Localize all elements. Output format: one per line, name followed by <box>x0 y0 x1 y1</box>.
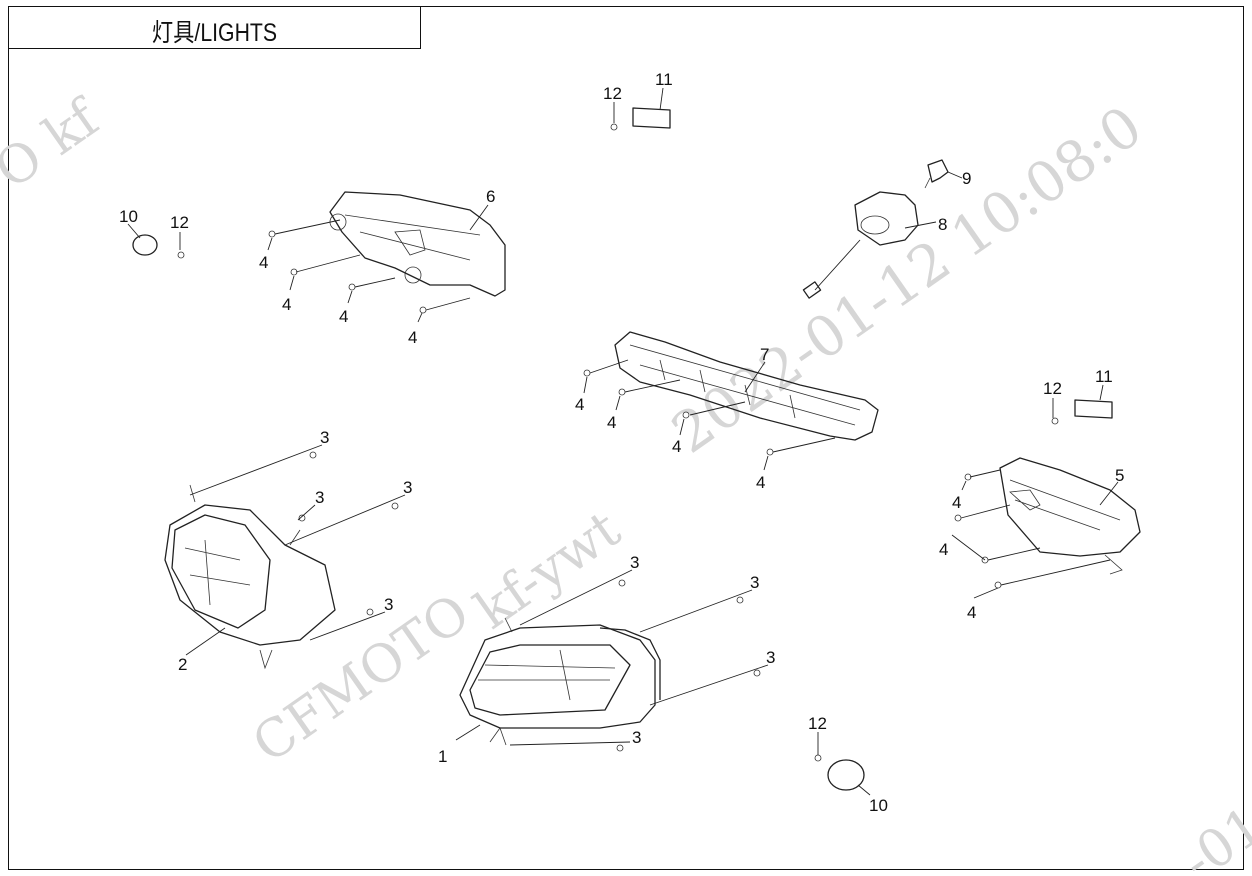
callout-4: 4 <box>408 328 417 347</box>
callout-4: 4 <box>259 253 268 272</box>
callout-10: 10 <box>869 796 888 815</box>
callout-4: 4 <box>939 540 948 559</box>
part-1-headlight <box>459 617 661 746</box>
callout-12: 12 <box>170 213 189 232</box>
part-11-plate-top <box>632 107 671 129</box>
page-title: 灯具/LIGHTS <box>151 19 278 47</box>
callout-11: 11 <box>655 70 673 89</box>
callout-3: 3 <box>403 478 412 497</box>
callout-9: 9 <box>962 169 971 188</box>
callout-3: 3 <box>766 648 775 667</box>
callout-1: 1 <box>438 747 447 766</box>
callout-5: 5 <box>1115 466 1124 485</box>
callout-3: 3 <box>750 573 759 592</box>
callout-10: 10 <box>119 207 138 226</box>
watermark-corner-right: -01 <box>1172 796 1252 876</box>
part-2-headlight <box>164 484 336 670</box>
callout-2: 2 <box>178 655 187 674</box>
watermark-layer: O kf CFMOTO kf-ywt 2022-01-12 10:08:0 -0… <box>0 87 1252 876</box>
part-11-plate-right <box>1074 399 1113 419</box>
part-9-bulb <box>924 159 949 189</box>
callout-3: 3 <box>315 488 324 507</box>
fasteners <box>177 123 1059 762</box>
callout-6: 6 <box>486 187 495 206</box>
part-10-reflector-bottom <box>827 759 865 791</box>
watermark-user: kf-ywt <box>465 499 632 641</box>
part-7-bracket <box>614 331 879 441</box>
watermark-corner-left: O kf <box>0 87 112 201</box>
callout-4: 4 <box>672 437 681 456</box>
title-box: 灯具/LIGHTS <box>8 6 421 49</box>
callout-4: 4 <box>339 307 348 326</box>
callout-3: 3 <box>320 428 329 447</box>
callout-3: 3 <box>384 595 393 614</box>
part-8-license-light <box>802 191 919 299</box>
callout-3: 3 <box>632 728 641 747</box>
callout-8: 8 <box>938 215 947 234</box>
callout-labels: 1 2 3 3 3 3 3 3 3 3 4 4 4 4 4 4 4 4 4 4 … <box>119 70 1124 815</box>
callout-4: 4 <box>575 395 584 414</box>
callout-12: 12 <box>1043 379 1062 398</box>
callout-12: 12 <box>603 84 622 103</box>
leader-lines <box>127 87 1119 796</box>
callout-11: 11 <box>1095 367 1113 386</box>
callout-7: 7 <box>760 345 769 364</box>
part-10-reflector-top <box>132 234 158 256</box>
callout-3: 3 <box>630 553 639 572</box>
part-5-housing <box>999 457 1141 575</box>
callout-4: 4 <box>967 603 976 622</box>
callout-4: 4 <box>952 493 961 512</box>
watermark-timestamp: 2022-01-12 10:08:0 <box>661 94 1154 466</box>
callout-4: 4 <box>607 413 616 432</box>
callout-4: 4 <box>756 473 765 492</box>
callout-12: 12 <box>808 714 827 733</box>
part-6-housing <box>329 191 506 297</box>
drawing-frame <box>8 6 1244 870</box>
callout-4: 4 <box>282 295 291 314</box>
